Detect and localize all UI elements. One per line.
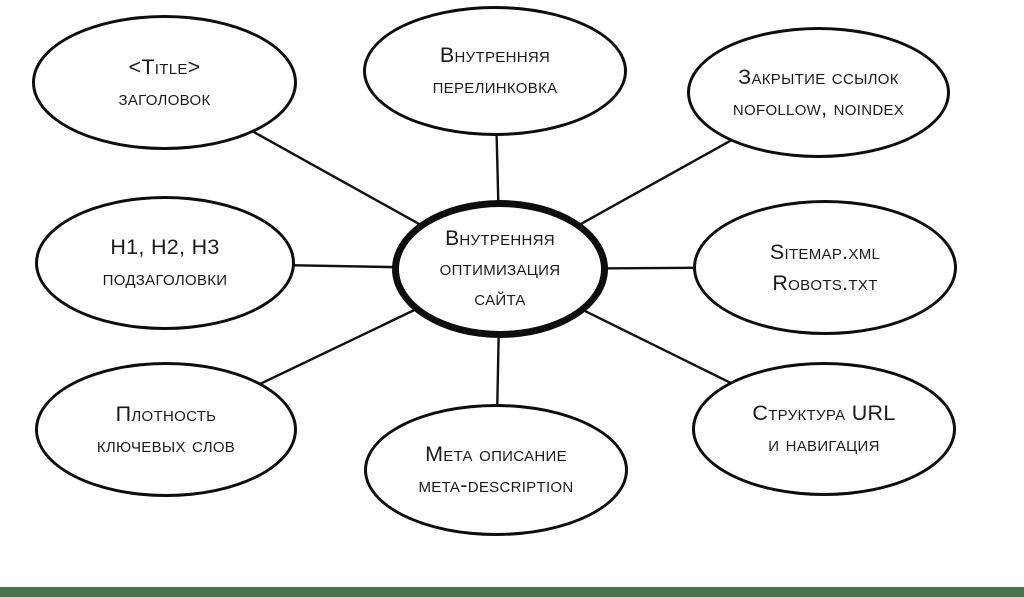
node-url-structure: Структура URL и навигация bbox=[692, 362, 956, 496]
node-title-tag: <Title> заголовок bbox=[32, 15, 297, 150]
node-internal-linking-line2: перелинковка bbox=[432, 74, 558, 98]
node-center: Внутренняя оптимизация сайта bbox=[392, 200, 608, 338]
node-nofollow-noindex: Закрытие ссылок nofollow, noindex bbox=[687, 27, 950, 158]
node-nofollow-noindex-line2: nofollow, noindex bbox=[732, 95, 905, 120]
node-keyword-density-line1: Плотность bbox=[115, 401, 217, 426]
node-title-tag-line1: <Title> bbox=[128, 54, 201, 79]
node-h1-h2-h3-line1: H1, H2, H3 bbox=[110, 235, 220, 260]
node-meta-description-line1: Мета описание bbox=[425, 442, 567, 467]
node-url-structure-line1: Структура URL bbox=[752, 401, 896, 426]
node-internal-linking: Внутренняя перелинковка bbox=[363, 6, 627, 136]
node-meta-description-line2: meta-description bbox=[418, 473, 574, 497]
node-title-tag-line2: заголовок bbox=[118, 85, 211, 110]
node-center-line3: сайта bbox=[474, 286, 526, 310]
node-sitemap-robots: Sitemap.xml Robots.txt bbox=[693, 200, 957, 335]
node-sitemap-robots-line1: Sitemap.xml bbox=[769, 239, 881, 264]
node-h1-h2-h3: H1, H2, H3 подзаголовки bbox=[35, 196, 295, 330]
node-sitemap-robots-line2: Robots.txt bbox=[772, 270, 878, 295]
node-keyword-density-line2: ключевых слов bbox=[96, 432, 236, 457]
node-nofollow-noindex-line1: Закрытие ссылок bbox=[738, 64, 899, 89]
node-h1-h2-h3-line2: подзаголовки bbox=[102, 266, 228, 290]
bottom-background-strip bbox=[0, 587, 1024, 597]
node-keyword-density: Плотность ключевых слов bbox=[35, 362, 297, 497]
node-internal-linking-line1: Внутренняя bbox=[439, 43, 551, 68]
node-center-line1: Внутренняя bbox=[445, 227, 555, 251]
node-center-line2: оптимизация bbox=[439, 257, 561, 281]
node-url-structure-line2: и навигация bbox=[768, 432, 880, 456]
node-meta-description: Мета описание meta-description bbox=[364, 404, 628, 536]
